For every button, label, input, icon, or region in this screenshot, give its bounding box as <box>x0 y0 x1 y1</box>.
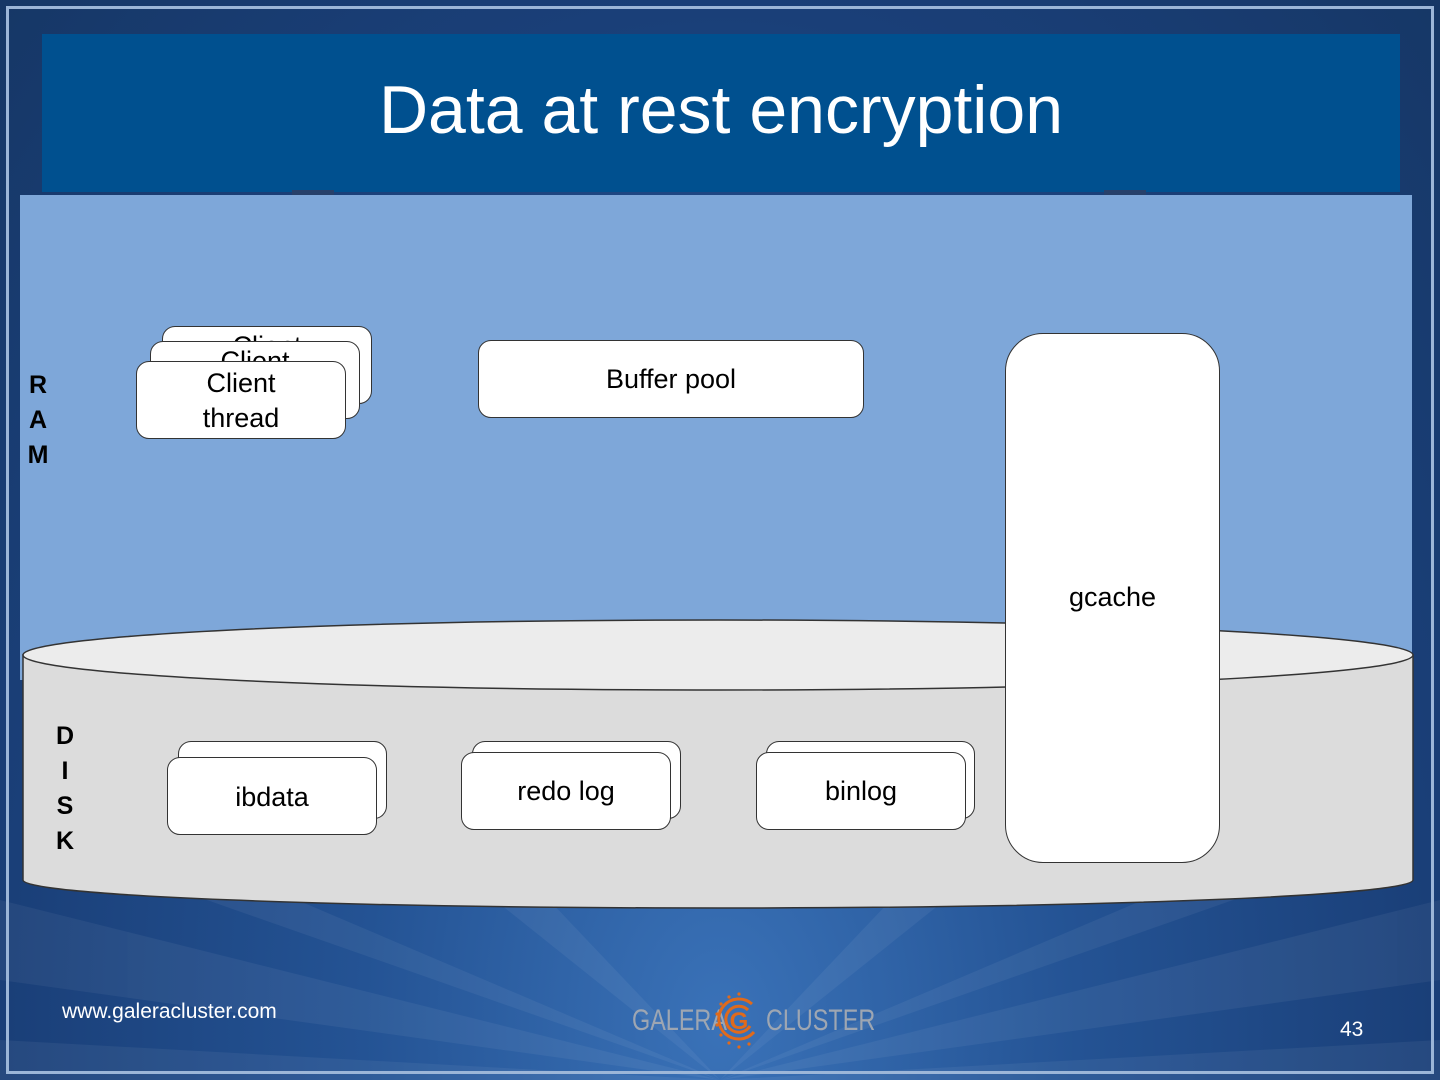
slide-title: Data at rest encryption <box>378 72 1064 148</box>
ram-label: R A M <box>23 368 53 473</box>
ram-label-letter: M <box>27 441 49 469</box>
title-bar: Data at rest encryption <box>42 34 1400 192</box>
disk-label-letter: S <box>56 792 74 820</box>
ibdata-label: ibdata <box>235 782 309 812</box>
gcache-box: gcache <box>1005 333 1220 863</box>
binlog-box-front: binlog <box>756 752 966 830</box>
binlog-label: binlog <box>824 776 898 806</box>
buffer-pool-box: Buffer pool <box>478 340 864 418</box>
logo-text-right: CLUSTER <box>766 1004 876 1037</box>
disk-label-letter: K <box>55 827 75 855</box>
footer-url[interactable]: www.galeracluster.com <box>62 1000 277 1023</box>
logo-mark: G <box>730 1008 749 1035</box>
disk-label-letter: D <box>55 722 75 750</box>
ibdata-box-front: ibdata <box>167 757 377 835</box>
client-thread-label-line1: Client <box>206 368 276 398</box>
page-number: 43 <box>1340 1018 1364 1041</box>
logo-text-left: GALERA <box>632 1004 727 1037</box>
redo-log-label: redo log <box>517 776 615 806</box>
client-thread-label-line2: thread <box>202 403 280 433</box>
buffer-pool-label: Buffer pool <box>605 364 737 394</box>
disk-label: D I S K <box>50 719 80 859</box>
galera-g-icon: G <box>715 992 756 1049</box>
client-thread-box-front: Client thread <box>136 361 346 439</box>
ram-label-letter: R <box>28 371 48 399</box>
disk-label-letter: I <box>61 757 69 785</box>
gcache-label: gcache <box>1068 582 1157 612</box>
slide-frame <box>6 6 1434 1074</box>
redo-log-box-front: redo log <box>461 752 671 830</box>
galera-cluster-logo: GALERA G CLUSTER <box>632 990 876 1052</box>
ram-label-letter: A <box>28 406 48 434</box>
